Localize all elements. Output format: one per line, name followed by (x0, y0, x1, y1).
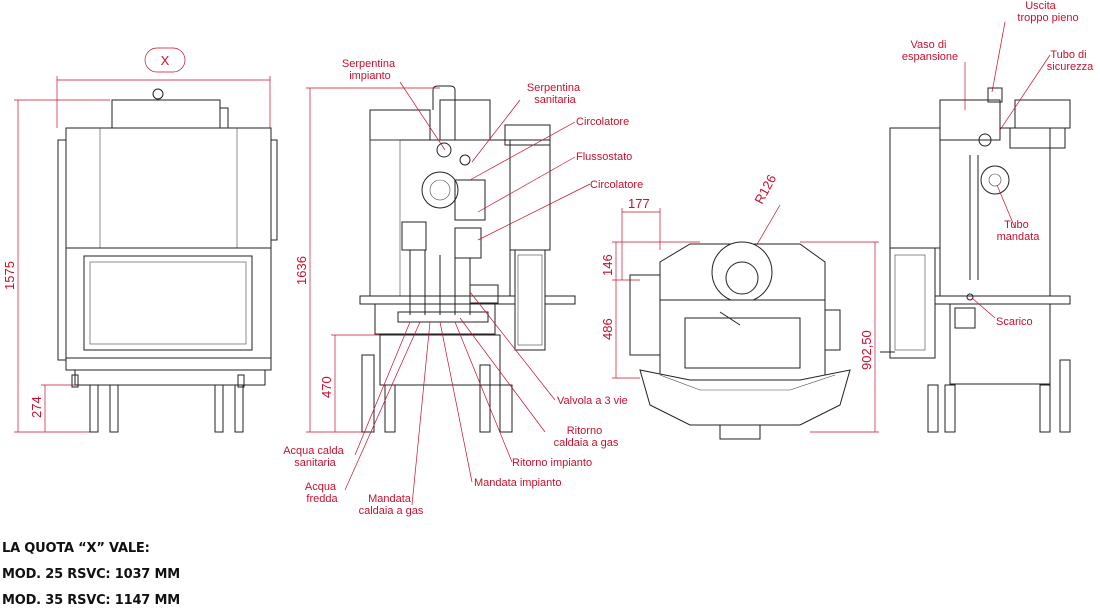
notes-mod25: MOD. 25 RSVC: 1037 MM (2, 567, 180, 582)
expansion-tank (939, 99, 1001, 141)
dim-902-label: 902,50 (859, 330, 874, 370)
x-marker-oval (144, 47, 186, 73)
height-1575-label: 1575 (2, 261, 17, 290)
height-1636-label: 1636 (294, 256, 309, 285)
label-scarico: Scarico (996, 316, 1033, 328)
x-dimension-notes: LA QUOTA “X” VALE: MOD. 25 RSVC: 1037 MM… (2, 536, 180, 614)
label-flussostato: Flussostato (576, 151, 632, 163)
label-acqua-calda-sanitaria: Acqua calda sanitaria (283, 445, 347, 469)
label-uscita-troppo-pieno: Uscita troppo pieno (1017, 0, 1078, 24)
front-body (65, 127, 272, 249)
label-tubo-mandata: Tubo mandata (997, 219, 1041, 243)
label-serpentina-impianto: Serpentina impianto (342, 58, 398, 82)
side-view: 1636 470 (283, 58, 643, 517)
dim-177-label: 177 (628, 196, 650, 211)
label-vaso-espansione: Vaso di espansione (902, 39, 958, 63)
base-470-label: 470 (319, 376, 334, 398)
radius-label: R126 (751, 172, 779, 206)
dim-486-label: 486 (600, 318, 615, 340)
notes-mod35: MOD. 35 RSVC: 1147 MM (2, 593, 180, 608)
label-tubo-sicurezza: Tubo di sicurezza (1047, 49, 1094, 73)
label-mandata-caldaia-gas: Mandata caldaia a gas (359, 493, 424, 517)
side-leaders (344, 81, 591, 506)
label-circolatore-1: Circolatore (576, 116, 629, 128)
x-marker-label: X (161, 53, 170, 68)
rear-leaders (964, 21, 1051, 319)
dim-146-label: 146 (600, 254, 615, 276)
label-serpentina-sanitaria: Serpentina sanitaria (527, 82, 583, 106)
rear-view: Uscita troppo pieno Vaso di espansione T… (880, 0, 1094, 433)
label-circolatore-2: Circolatore (590, 179, 643, 191)
label-ritorno-caldaia-gas: Ritorno caldaia a gas (554, 425, 619, 449)
label-mandata-impianto: Mandata impianto (474, 477, 561, 489)
top-view: 177 R126 146 486 902,50 (600, 172, 879, 440)
rear-body (939, 127, 1051, 299)
label-acqua-fredda: Acqua fredda (305, 481, 339, 505)
notes-title: LA QUOTA “X” VALE: (2, 541, 150, 556)
flue-collar (711, 241, 773, 303)
label-ritorno-impianto: Ritorno impianto (512, 457, 592, 469)
front-view: X 1575 274 (2, 47, 278, 433)
label-valvola-3-vie: Valvola a 3 vie (557, 395, 628, 407)
base-274-label: 274 (29, 396, 44, 418)
